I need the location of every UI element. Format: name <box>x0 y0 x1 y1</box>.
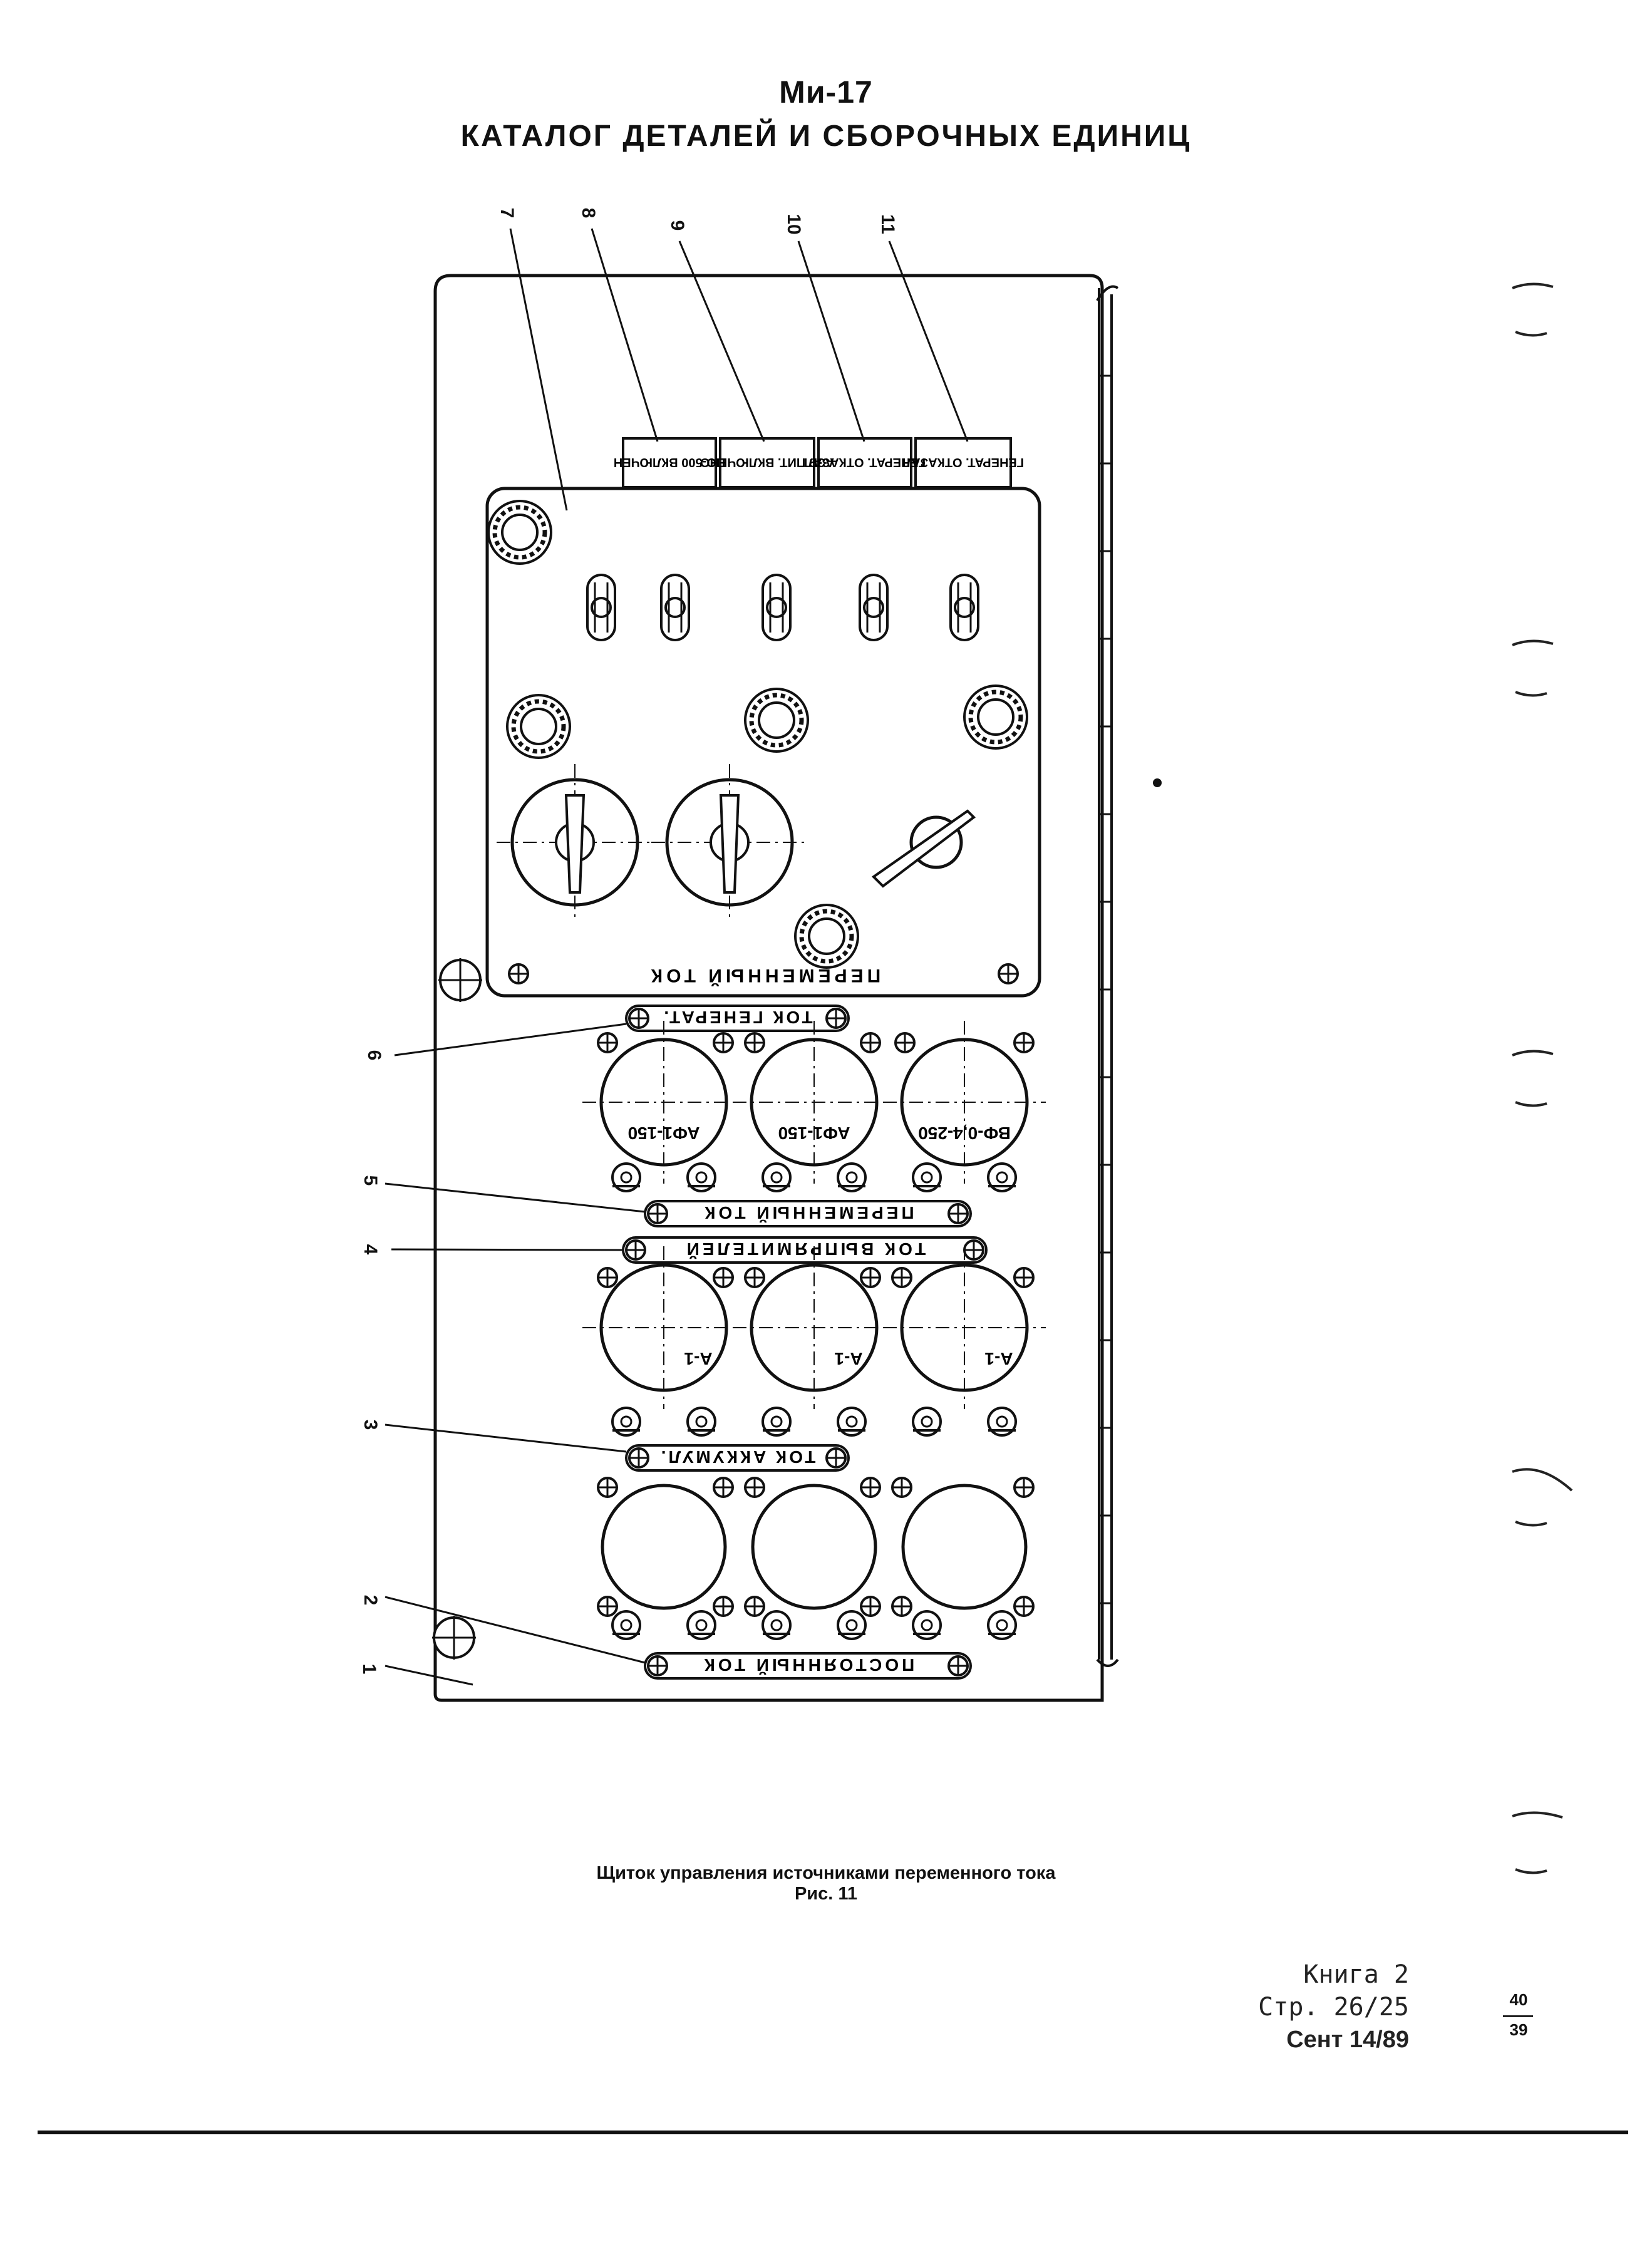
callout-8: 8 <box>578 208 599 219</box>
screw-icon <box>998 963 1019 984</box>
gauge-label: ВФ-0,4-250 <box>918 1124 1011 1143</box>
knob-icon <box>795 905 858 968</box>
screw-icon <box>825 1447 847 1469</box>
callout-numbers: 1 2 3 4 5 6 7 8 9 10 11 <box>359 208 898 1675</box>
screw-icon <box>647 1655 668 1676</box>
sheet-fraction-top: 40 <box>1509 1990 1528 2009</box>
sheet-fraction-bottom: 39 <box>1509 2020 1528 2039</box>
leader-lines <box>385 228 969 1686</box>
binder-marks <box>1512 282 1573 1874</box>
gauge-label: А-1 <box>834 1349 862 1368</box>
indicator-label-4: ГЕНЕРАТ. ОТКАЗАЛ <box>902 455 1024 469</box>
toggle-switch-icon <box>586 574 616 641</box>
knob-icon <box>964 686 1027 748</box>
screw-icon <box>963 1239 984 1261</box>
callout-4: 4 <box>360 1244 381 1255</box>
toggle-switch-icon <box>761 574 792 641</box>
callout-2: 2 <box>360 1595 381 1606</box>
screw-icon <box>825 1008 847 1029</box>
indicator-labels: ПО-500 ВКЛЮЧЕН АЗР ПИТ. ВКЛЮЧЕНО ГЕНЕРАТ… <box>614 437 1024 488</box>
indicator-label-3: ГЕНЕРАТ. ОТКАЗАЛ <box>804 455 926 469</box>
indicator-label-2: АЗР ПИТ. ВКЛЮЧЕНО <box>700 455 834 469</box>
gen-current-label: ТОК ГЕНЕРАТ. <box>661 1008 812 1027</box>
hinge-strip <box>1096 285 1119 1667</box>
mounting-hole-icon <box>438 958 482 1002</box>
screw-icon <box>647 1203 668 1224</box>
ammeter-gauge-icon <box>601 1484 727 1610</box>
knob-icon <box>745 689 808 752</box>
bottom-rule <box>38 2131 1628 2134</box>
screw-icon <box>628 1447 649 1469</box>
mounting-hole-icon <box>432 1616 476 1660</box>
book-number: Книга 2 <box>1303 1960 1409 1989</box>
screw-icon <box>508 963 529 984</box>
callout-11: 11 <box>877 214 898 234</box>
figure-caption: Щиток управления источниками переменного… <box>596 1863 1056 1883</box>
dc-voltage-label: ПОСТОЯННЫЙ ТОК <box>701 1655 914 1675</box>
ac-section-label: ПЕРЕМЕННЫЙ ТОК <box>648 965 880 986</box>
document-subtitle: КАТАЛОГ ДЕТАЛЕЙ И СБОРОЧНЫХ ЕДИНИЦ <box>460 120 1192 153</box>
callout-10: 10 <box>783 214 804 234</box>
callout-9: 9 <box>667 220 688 231</box>
indicator-label-1: ПО-500 ВКЛЮЧЕН <box>614 455 725 469</box>
fraction-bar <box>1503 2015 1533 2017</box>
ac-voltage-label: ПЕРЕМЕННЫЙ ТОК <box>701 1203 914 1223</box>
figure-number: Рис. 11 <box>794 1884 858 1904</box>
revision-date: Сент 14/89 <box>1286 2027 1409 2053</box>
screw-icon <box>628 1008 649 1029</box>
page-number: Стр. 26/25 <box>1258 1993 1409 2022</box>
callout-1: 1 <box>359 1664 379 1675</box>
gauge-label: А-1 <box>684 1349 712 1368</box>
rectifier-current-label: ТОК ВЫПРЯМИТЕЛЕЙ <box>684 1239 926 1259</box>
callout-3: 3 <box>360 1420 381 1430</box>
screw-icon <box>625 1239 646 1261</box>
gauge-label: АФ1-150 <box>778 1124 850 1143</box>
battery-current-label: ТОК АККУМУЛ. <box>659 1447 816 1467</box>
document-title: Ми-17 <box>779 75 873 110</box>
screw-icon <box>947 1203 969 1224</box>
toggle-switch-icon <box>660 574 690 641</box>
ammeter-gauge-icon <box>751 1484 877 1610</box>
knob-icon <box>507 695 570 758</box>
callout-7: 7 <box>497 208 517 219</box>
screw-icon <box>947 1655 969 1676</box>
rotary-switch-icon <box>871 809 976 888</box>
toggle-switch-icon <box>859 574 889 641</box>
knob-icon <box>488 501 551 564</box>
gauge-label: А-1 <box>984 1349 1013 1368</box>
gauge-label: АФ1-150 <box>627 1124 700 1143</box>
callout-5: 5 <box>360 1175 381 1186</box>
toggle-switch-icon <box>949 574 979 641</box>
callout-6: 6 <box>364 1050 385 1061</box>
voltmeter-gauge-icon <box>901 1484 1028 1610</box>
